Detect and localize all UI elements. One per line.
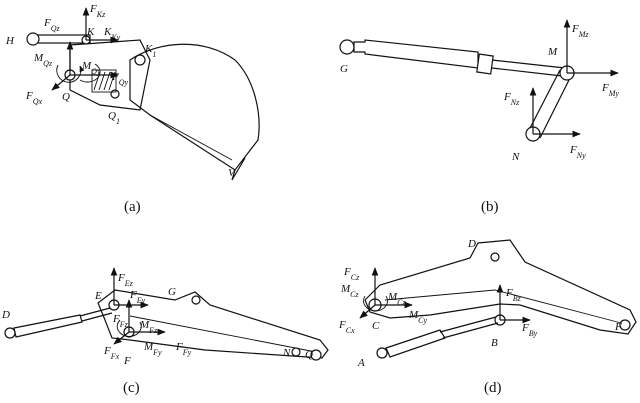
pin-g [339,39,355,55]
panel-a: H FQz FKz K KKy K1 MQz MQy FQy FQx Q Q1 … [5,3,260,215]
pin-q1 [110,89,120,99]
arrow-fqx [51,74,71,91]
label-c: C [372,320,380,332]
arm-d [364,239,637,335]
label-a: A [357,357,365,369]
caption-c: (c) [123,380,140,396]
label-fnz: FNz [503,91,520,107]
label-f-c: F [123,355,131,367]
panel-b: G M FMz FMy FNz N FNy (b) [339,19,619,215]
label-n: N [511,151,520,163]
moment-mcz [363,295,388,312]
panel-d: D FCz MCz MCz FBz FCx C MCy FBy F B A (d… [338,238,637,396]
caption-a: (a) [124,199,141,215]
label-fqx: FQx [25,90,43,106]
pin-d-c [4,327,16,339]
moment-mfz [116,319,142,337]
cylinder-ab [385,316,499,358]
label-mcz-left: MCz [340,283,360,299]
label-n-c: N [282,347,291,359]
label-fqy: FQy [111,71,129,87]
label-kky: KKy [103,26,121,42]
pin-f-d [619,319,631,331]
pin-h [26,32,40,46]
label-q: Q [62,91,70,103]
cylinder-barrel [353,39,479,69]
label-k1: K1 [144,43,156,59]
hatch-lines [93,71,116,91]
cylinder-collar [476,53,494,75]
label-q-c: Q [305,349,313,361]
label-ffy: FFy [175,341,192,357]
label-g: G [340,63,348,75]
pin-q-c [310,349,322,361]
labels-a: H FQz FKz K KKy K1 MQz MQy FQy FQx Q Q1 … [5,3,236,179]
label-fqz: FQz [43,17,61,33]
cylinder-de [13,307,113,338]
label-fkz: FKz [89,3,106,19]
label-fmz: FMz [571,23,589,39]
label-fcz: FCz [343,266,360,282]
label-fby: FBy [521,322,538,338]
label-b: B [491,337,498,349]
label-d-d: D [467,238,476,250]
label-h: H [5,35,15,47]
label-f-d: F [614,321,622,333]
panel-c: D FEz E FEy G FFz MFz FFx F MFy FFy N Q … [1,267,329,396]
cylinder-rod [491,59,566,77]
label-mqy: MQy [81,60,101,76]
labels-d: D FCz MCz MCz FBz FCx C MCy FBy F B A [338,238,622,369]
pin-d-d [490,252,500,262]
pin-a [376,347,388,359]
label-fez: FEz [117,272,134,288]
bucket-body [129,43,260,171]
moment-mqy [79,63,101,83]
labels-c: D FEz E FEy G FFz MFz FFx F MFy FFy N Q [1,272,313,367]
bucket-link-plate [69,39,151,111]
arm-d-inner [384,289,626,325]
label-fcx: FCx [338,319,355,335]
label-mcz-right: MCz [387,291,407,307]
label-fbz: FBz [505,287,522,303]
moment-mqz [56,64,85,83]
label-k: K [86,26,95,38]
arrow-ffx [113,331,130,345]
pin-k1 [134,54,146,66]
label-fny: FNy [569,144,586,160]
label-d-c: D [1,309,10,321]
pin-g-c [191,295,201,305]
labels-b: G M FMz FMy FNz N FNy [340,23,619,163]
label-fmy: FMy [601,82,619,98]
label-mcy: MCy [408,309,428,325]
boom-c-inner [129,315,317,353]
caption-b: (b) [481,199,499,215]
pin-n-c [291,347,301,357]
arrow-fcx [359,304,376,319]
label-fey: FEy [129,289,146,305]
label-mqz: MQz [33,52,53,68]
label-q1: Q1 [108,110,120,126]
bucket-inner-line [149,114,233,161]
bucket-tooth [231,157,246,181]
label-e: E [94,290,102,302]
label-mfy: MFy [143,341,162,357]
label-ffz: FFz [112,313,129,329]
label-v: V [228,167,236,179]
label-g-c: G [168,286,176,298]
caption-d: (d) [484,380,502,396]
label-mfz: MFz [139,319,158,335]
boom-c [97,289,329,359]
label-ffx: FFx [103,345,120,361]
label-m: M [547,46,558,58]
